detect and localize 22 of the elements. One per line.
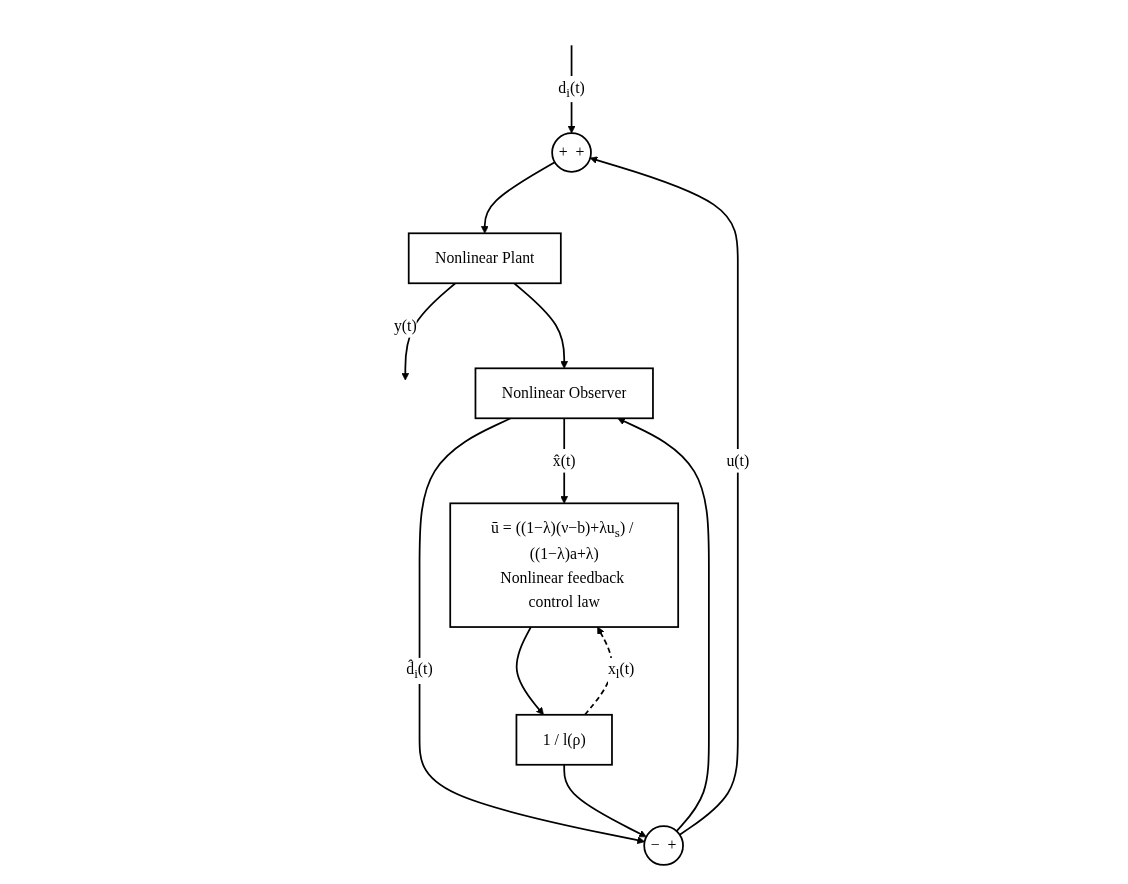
node-circle: + + <box>551 132 592 173</box>
arrow <box>513 282 568 369</box>
arrow <box>515 626 544 716</box>
edge-label: x$_{l}$(t) <box>607 660 635 682</box>
arrow <box>583 626 613 716</box>
node-box: 1 / l(ρ) <box>515 713 613 766</box>
arrow <box>418 417 645 845</box>
arrow <box>589 156 739 836</box>
node-box: ū = ((1−λ)(ν−b)+λu$_{s}$) / ((1−λ)a+λ) Nonlinear feedback control law <box>449 502 679 628</box>
arrow <box>401 282 457 381</box>
arrow <box>563 763 647 838</box>
node-circle: − + <box>643 825 684 866</box>
edge-label: d$_{i}$(t) <box>558 78 585 100</box>
arrow <box>617 417 710 832</box>
edge-label: y(t) <box>393 316 417 335</box>
node-box: Nonlinear Observer <box>474 367 654 420</box>
arrow <box>480 161 556 234</box>
edge-label: u(t) <box>726 451 750 470</box>
arrow <box>560 417 568 504</box>
edge-label: x̂(t) <box>552 451 576 470</box>
node-box: Nonlinear Plant <box>407 232 562 285</box>
edge-label: d̂$_{i}$(t) <box>406 660 433 682</box>
